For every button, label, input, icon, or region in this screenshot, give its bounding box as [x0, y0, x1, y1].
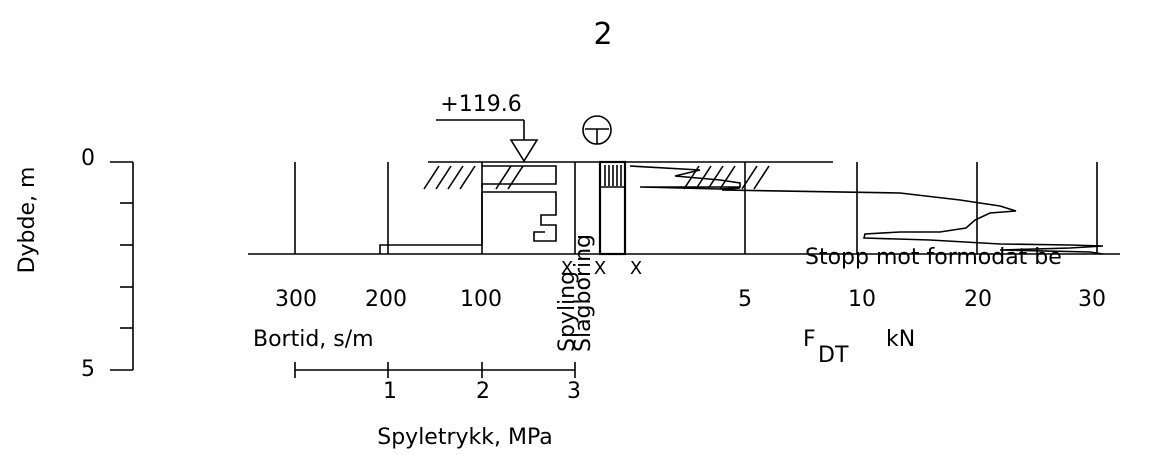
- borehole-number: 2: [593, 17, 612, 52]
- bortid-curve: [379, 165, 557, 254]
- force-tick-label: 20: [964, 287, 992, 312]
- terrain-hatch: [423, 165, 770, 190]
- x-marker: X: [561, 258, 573, 279]
- slagboring-label: Slagboring: [571, 234, 596, 352]
- bortid-tick-label: 100: [460, 287, 502, 312]
- bortid-axis-label: Bortid, s/m: [253, 327, 374, 352]
- elevation-triangle-icon: [509, 139, 539, 163]
- x-marker: X: [594, 258, 606, 279]
- depth-tick-label-5: 5: [81, 357, 95, 382]
- force-tick-label: 10: [848, 287, 876, 312]
- slagboring-column: [598, 160, 627, 256]
- spyletrykk-tick-label: 2: [476, 379, 490, 404]
- spyletrykk-axis-label: Spyletrykk, MPa: [377, 425, 553, 450]
- spyletrykk-tick-label: 3: [567, 379, 581, 404]
- force-axis-subscript: DT: [818, 343, 849, 368]
- force-tick-label: 30: [1078, 287, 1106, 312]
- spyletrykk-scale: [294, 362, 576, 378]
- force-tick-label: 5: [738, 287, 752, 312]
- force-curve: [629, 165, 1104, 255]
- spyletrykk-tick-label: 1: [383, 379, 397, 404]
- bortid-tick-label: 300: [275, 287, 317, 312]
- x-marker: X: [630, 258, 642, 279]
- elevation-label: +119.6: [440, 92, 521, 117]
- depth-axis-label: Dybde, m: [15, 167, 40, 274]
- force-axis-unit: kN: [886, 327, 915, 352]
- depth-axis: 0 5 Dybde, m: [15, 146, 134, 382]
- stop-note: Stopp mot formodat be: [805, 245, 1062, 270]
- bortid-tick-label: 200: [365, 287, 407, 312]
- force-axis-label: F: [803, 327, 816, 352]
- spyling-label: Spyling: [555, 271, 580, 352]
- depth-tick-label-0: 0: [81, 146, 95, 171]
- grid-verticals: [294, 162, 1098, 254]
- ground-surface: +119.6: [428, 92, 833, 163]
- total-sounding-symbol-icon: [582, 115, 612, 145]
